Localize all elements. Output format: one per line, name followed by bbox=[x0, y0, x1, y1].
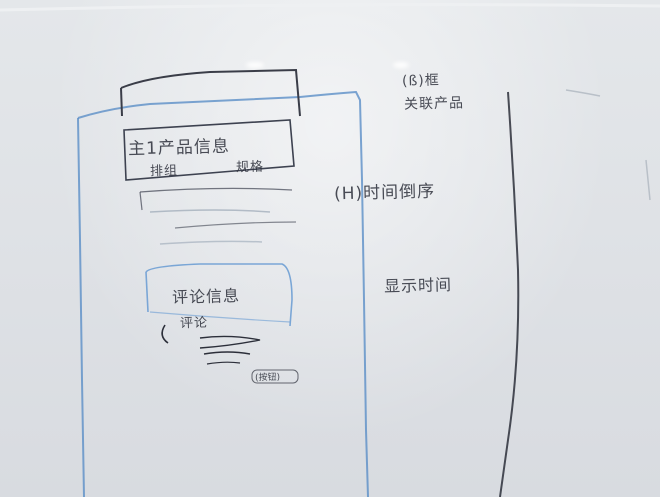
comment-scribble bbox=[206, 361, 241, 365]
middle-note: (H)时间倒序 bbox=[333, 181, 436, 205]
comment-scribble bbox=[203, 351, 251, 355]
faint-stroke bbox=[645, 159, 651, 201]
right-note: 显示时间 bbox=[383, 275, 453, 296]
top-dark-frame-left bbox=[120, 87, 123, 117]
comment-scribble bbox=[199, 335, 261, 349]
comment-info-label: 评论信息 bbox=[171, 286, 241, 307]
outer-blue-frame-left bbox=[77, 117, 85, 497]
product-info-box bbox=[123, 119, 295, 181]
small-button-outline bbox=[251, 369, 299, 384]
list-line bbox=[149, 209, 271, 213]
comment-sub-label: 评论 bbox=[179, 315, 209, 332]
note-top-right-title: (ß)框 bbox=[401, 72, 440, 90]
light-glare bbox=[393, 62, 409, 68]
comment-scribble bbox=[161, 324, 169, 344]
comment-box-left bbox=[145, 271, 149, 313]
top-dark-frame bbox=[120, 68, 301, 117]
faint-stroke bbox=[565, 89, 601, 97]
note-top-right-sub: 关联产品 bbox=[403, 95, 465, 113]
product-sub-left: 排组 bbox=[149, 163, 179, 180]
product-sub-right: 规格 bbox=[235, 159, 265, 176]
vertical-divider bbox=[499, 91, 520, 497]
small-button-label: (按钮) bbox=[254, 372, 281, 384]
comment-box-bottom bbox=[149, 311, 291, 323]
list-line bbox=[139, 187, 293, 193]
outer-blue-frame bbox=[77, 90, 369, 497]
list-line bbox=[139, 191, 143, 211]
light-glare bbox=[246, 62, 264, 68]
list-line bbox=[159, 240, 263, 245]
product-info-label: 主1产品信息 bbox=[127, 136, 231, 160]
list-line bbox=[174, 221, 297, 229]
comment-box bbox=[145, 263, 293, 327]
board-top-edge bbox=[0, 3, 660, 12]
